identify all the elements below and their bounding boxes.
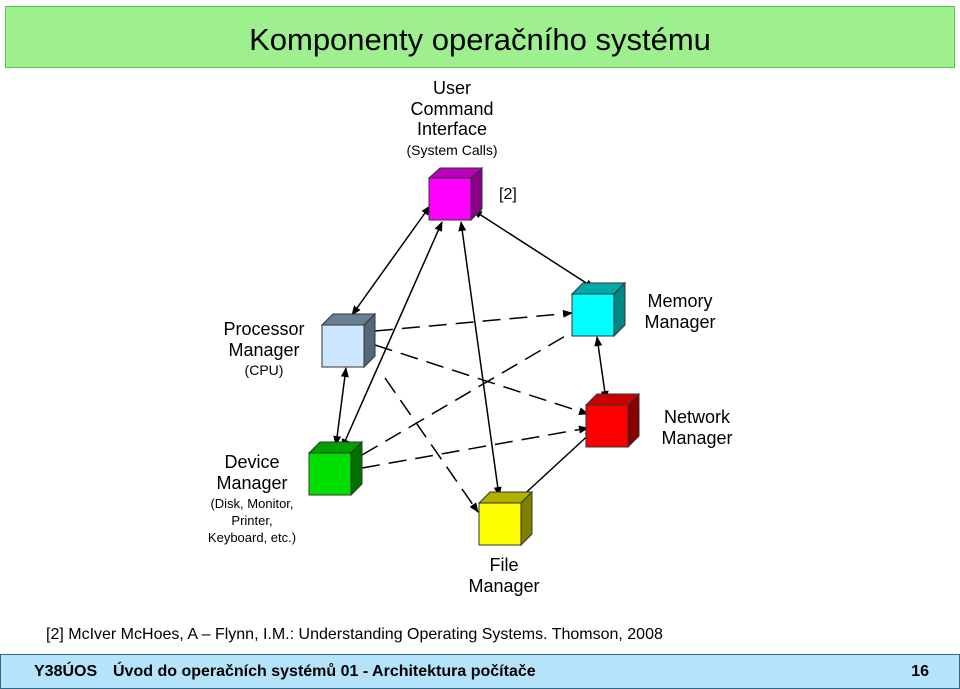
edge-device-network — [361, 425, 589, 469]
citation: [2] McIver McHoes, A – Flynn, I.M.: Unde… — [46, 626, 663, 643]
cube-user-interface — [427, 166, 484, 222]
label-memory-manager: Memory Manager — [644, 291, 716, 332]
label-network-manager: Network Manager — [661, 407, 733, 448]
footer-bar: Y38ÚOS Úvod do operačních systémů 01 - A… — [0, 654, 960, 689]
cube-processor-manager — [320, 312, 377, 369]
edge-processor-memory — [374, 309, 573, 332]
edge-ui-device — [341, 221, 443, 449]
edge-ui-processor — [351, 205, 431, 316]
course-code: Y38ÚOS — [34, 663, 98, 680]
edge-ui-file — [458, 221, 502, 497]
cube-network-manager — [584, 392, 641, 449]
label-processor-manager: Processor Manager (CPU) — [223, 319, 305, 379]
edge-processor-file — [384, 377, 479, 513]
reference-tag: [2] — [499, 186, 517, 203]
edge-network-file — [517, 429, 595, 501]
cube-device-manager — [307, 440, 364, 497]
label-device-manager: Device Manager (Disk, Monitor, Printer, … — [207, 452, 297, 546]
cube-file-manager — [477, 490, 534, 547]
edge-processor-network — [374, 344, 589, 416]
cube-memory-manager — [570, 281, 627, 338]
page-title: Komponenty operačního systému — [249, 22, 711, 57]
label-file-manager: File Manager — [468, 555, 540, 596]
course-title: Úvod do operačních systémů 01 - Architek… — [113, 663, 536, 680]
label-user-interface: User Command Interface (System Calls) — [406, 78, 498, 159]
edge-device-memory — [361, 324, 585, 456]
title-bar: Komponenty operačního systému — [5, 6, 955, 68]
page-number: 16 — [911, 663, 929, 680]
edge-memory-network — [594, 336, 609, 401]
edge-processor-device — [333, 367, 349, 446]
edge-ui-memory — [472, 209, 595, 289]
